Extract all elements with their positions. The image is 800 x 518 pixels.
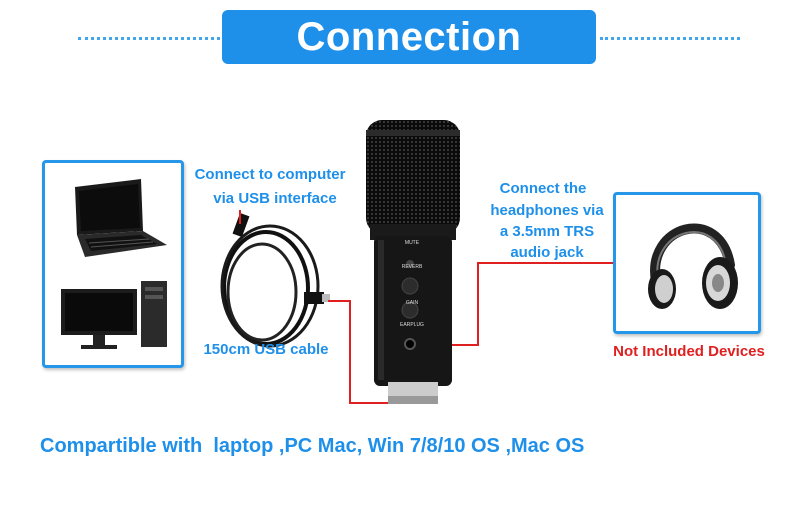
cable-line-v [349,300,351,404]
right-dotted-rule [600,37,740,40]
mic-earplug-label: EARPLUG [400,322,424,328]
laptop-icon [75,179,167,257]
usb-cable-label: 150cm USB cable [203,341,329,358]
mic-reverb-label: REVERB [401,264,423,270]
headphones-label-line2: headphones via [490,202,604,219]
title-banner [222,10,596,64]
mic-gain-label: GAIN [405,300,419,306]
left-dotted-rule [78,37,220,40]
usb-line-vertical [239,210,241,224]
desktop-pc-icon [61,281,167,349]
computer-label-line2: via USB interface [213,190,337,207]
mic-mute-label: MUTE [404,240,420,246]
cable-line-h1 [328,300,350,302]
microphone-image [366,120,460,404]
headphones-label-line4: audio jack [510,244,584,261]
headphones-label-line3: a 3.5mm TRS [499,223,595,240]
computer-devices-box [42,160,184,368]
page-title: Connection [296,15,522,59]
headphones-box [613,192,761,334]
headphones-label-line1: Connect the [499,180,587,197]
computer-label-line1: Connect to computer [194,166,346,183]
jack-line-h2 [477,262,615,264]
cable-line-h2 [349,402,389,404]
not-included-note: Not Included Devices [613,343,765,360]
headphones-icon [648,223,738,309]
compatibility-text: Compartible with laptop ,PC Mac, Win 7/8… [40,435,585,457]
jack-line-v [477,262,479,346]
usb-cable-image [220,212,330,348]
